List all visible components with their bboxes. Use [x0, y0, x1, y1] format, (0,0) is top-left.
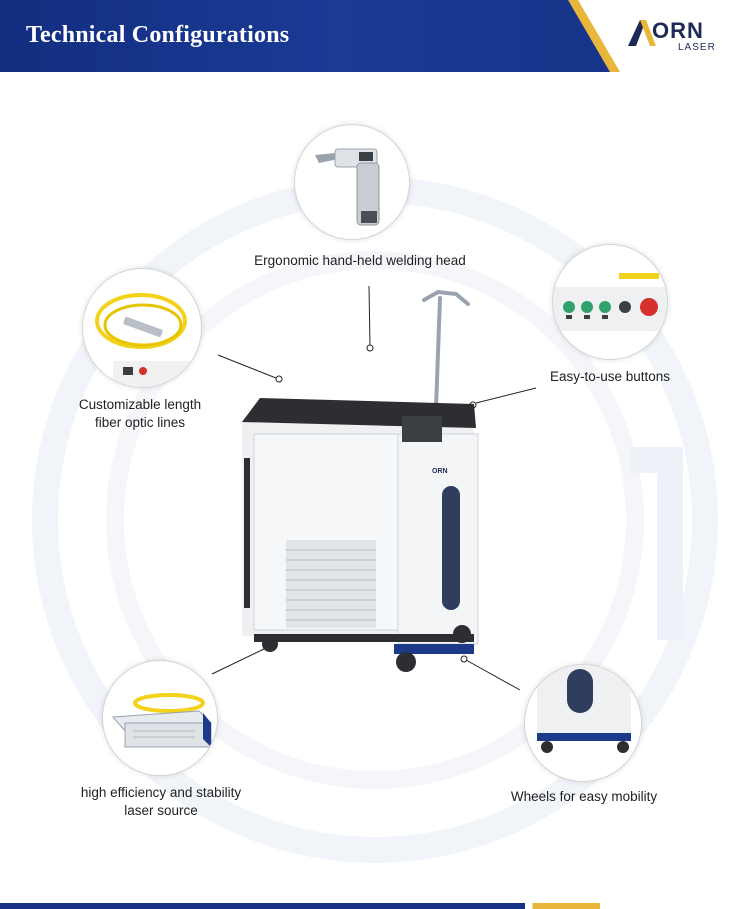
wheels-icon — [537, 665, 631, 753]
header-banner: Technical Configurations ORN LASER — [0, 0, 750, 72]
footer-bar — [0, 903, 750, 909]
fiber-optic-label-2: fiber optic lines — [94, 415, 186, 430]
laser-source-label-2: laser source — [124, 803, 198, 818]
logo-mark-icon — [628, 20, 656, 46]
logo-text: ORN — [652, 18, 704, 43]
laser-source-icon — [111, 693, 213, 748]
welding-gun-icon — [315, 148, 380, 226]
fiber-optic-callout — [82, 268, 202, 388]
buttons-callout — [552, 244, 668, 360]
laser-source-callout — [102, 660, 218, 776]
buttons-label: Easy-to-use buttons — [549, 369, 671, 384]
control-buttons-icon — [553, 273, 667, 331]
wheels-callout — [524, 664, 642, 782]
banner-stripe — [568, 0, 620, 72]
machine-image — [242, 289, 479, 672]
logo-subtext: LASER — [678, 42, 716, 53]
welding-head-callout — [294, 124, 410, 240]
fiber-optic-label-1: Customizable length — [78, 397, 202, 412]
welding-head-label: Ergonomic hand-held welding head — [254, 253, 466, 268]
laser-source-label-1: high efficiency and stability — [80, 785, 242, 800]
banner-background — [0, 0, 612, 72]
wheels-label: Wheels for easy mobility — [510, 789, 658, 804]
brand-logo: ORN LASER — [628, 18, 728, 58]
machine-panel-logo: ORN — [432, 468, 448, 475]
page-title: Technical Configurations — [26, 22, 290, 48]
fiber-cable-icon — [95, 293, 201, 387]
